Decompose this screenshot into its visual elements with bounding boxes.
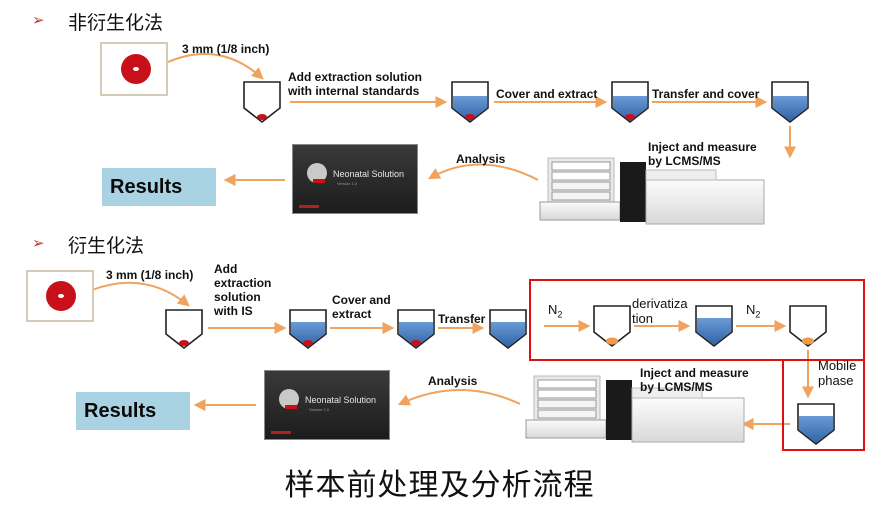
tube-empty-s2	[165, 309, 203, 350]
software-title: Neonatal Solution	[305, 395, 377, 405]
n2-label-2: N2	[746, 302, 761, 320]
punch-size-label-2: 3 mm (1/8 inch)	[106, 268, 194, 282]
software-version: Version 1.0	[309, 407, 330, 412]
tube-dried-2	[789, 305, 827, 348]
tube-liquid-4	[771, 81, 809, 124]
section-heading-2: 衍生化法	[68, 235, 145, 257]
analysis-arrow-2	[397, 389, 521, 406]
bullet-arrow-icon: ➢	[32, 12, 45, 29]
software-title: Neonatal Solution	[333, 169, 405, 179]
lcms-instrument-2	[525, 375, 745, 443]
blood-spot-card-2	[26, 270, 94, 322]
inject-measure-label-1: Inject and measure by LCMS/MS	[648, 140, 757, 168]
derivatization-label: derivatiza tion	[632, 296, 688, 326]
step-add-extraction-is-label: Add extraction solution with IS	[214, 262, 272, 318]
software-logo-icon	[279, 389, 299, 409]
tube-liquid-s2-3	[397, 309, 435, 350]
step-transfer-cover-label: Transfer and cover	[652, 87, 760, 101]
analysis-label-2: Analysis	[428, 374, 478, 388]
step-cover-extract-label-2: Cover and extract	[332, 293, 391, 321]
software-version: Version 1.0	[337, 181, 358, 186]
section-heading-1: 非衍生化法	[68, 12, 164, 34]
tube-mobile-phase	[797, 403, 835, 446]
software-screen-1: Neonatal Solution Version 1.0	[292, 144, 418, 214]
bullet-arrow-icon: ➢	[32, 235, 45, 252]
tube-deriv	[695, 305, 733, 348]
mobile-phase-highlight-box	[782, 359, 865, 451]
tube-liquid-3	[611, 81, 649, 124]
tube-liquid-s2-4	[489, 309, 527, 350]
tube-liquid-s2-2	[289, 309, 327, 350]
tube-empty-1	[243, 81, 281, 124]
n2-label-1: N2	[548, 302, 563, 320]
tube-dried-1	[593, 305, 631, 348]
results-box-2: Results	[76, 392, 190, 430]
step-transfer-label-2: Transfer	[438, 312, 486, 326]
punch-arrow-1	[167, 52, 264, 80]
analysis-label-1: Analysis	[456, 152, 506, 166]
software-logo-mark	[313, 179, 325, 183]
blood-spot-card-1	[100, 42, 168, 96]
software-logo-mark	[285, 405, 297, 409]
footer-title: 样本前处理及分析流程	[284, 468, 595, 503]
step-cover-extract-label: Cover and extract	[496, 87, 598, 101]
software-screen-2: Neonatal Solution Version 1.0	[264, 370, 390, 440]
analysis-arrow-1	[427, 163, 539, 181]
mobile-phase-label: Mobile phase	[818, 358, 857, 388]
lcms-instrument-1	[539, 157, 765, 225]
derivatization-highlight-box	[529, 279, 865, 361]
step-add-extraction-label: Add extraction solution with internal st…	[288, 70, 423, 98]
punch-size-label-1: 3 mm (1/8 inch)	[182, 42, 270, 56]
software-logo-icon	[307, 163, 327, 183]
punch-arrow-2	[91, 281, 190, 307]
vendor-logo	[271, 431, 291, 434]
blood-spot-icon	[46, 281, 76, 311]
blood-spot-icon	[121, 54, 151, 84]
inject-measure-label-2: Inject and measure by LCMS/MS	[640, 366, 749, 394]
results-box-1: Results	[102, 168, 216, 206]
tube-liquid-2	[451, 81, 489, 124]
vendor-logo	[299, 205, 319, 208]
